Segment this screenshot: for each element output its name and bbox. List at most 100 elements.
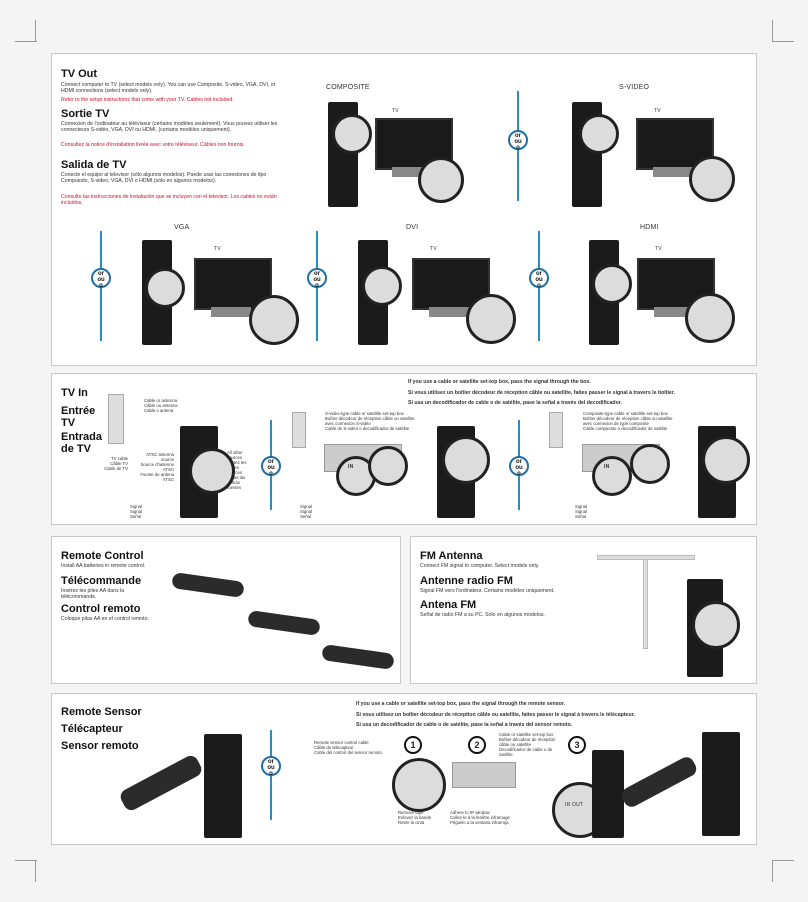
tv-in-title-fr: Entrée TV	[61, 405, 96, 429]
settop-es: Si usa un decodificador de cable o de sa…	[408, 400, 622, 406]
ir-out-label: IR OUT	[565, 802, 584, 808]
signal-label: Signal Signal Señal	[300, 504, 312, 519]
ir-window-label: Adhere to IR window Collez-le à la fenêt…	[450, 810, 510, 825]
tv-out-body-en: Connect computer to TV (select models on…	[61, 82, 276, 95]
remote-closed-image	[321, 644, 395, 670]
remote-body-en: Install AA batteries in remote control.	[61, 563, 146, 569]
dvi-label: DVI	[406, 224, 419, 231]
signal-label: Signal Signal Señal	[575, 504, 587, 519]
step-3-badge: 3	[568, 736, 586, 754]
crop-mark	[15, 860, 37, 861]
cable-antenna-label: Cable or antenna Câble ou antenne Cable …	[144, 398, 178, 413]
tv-cable-label: TV cable Câble TV Cable de TV	[104, 456, 128, 471]
tv-connector-zoom	[685, 293, 735, 343]
fm-body-en: Connect FM signal to computer. Select mo…	[420, 563, 540, 569]
remote-back-image	[171, 572, 245, 598]
remove-tape-label: Remove tape Enlevez la bande Retire la c…	[398, 810, 431, 825]
in-label: IN	[604, 464, 610, 470]
crop-mark	[35, 20, 36, 42]
tuner-connector-zoom	[189, 448, 235, 494]
remote-control-panel: Remote Control Install AA batteries in r…	[51, 536, 401, 684]
crop-mark	[772, 860, 773, 882]
tv-out-note-en: Refer to the setup instructions that com…	[61, 97, 234, 103]
sensor-settop-fr: Si vous utilisez un boîtier décodeur de …	[356, 712, 635, 718]
tv-in-title-es: Entrada de TV	[61, 431, 102, 455]
in-label: IN	[348, 464, 354, 470]
tv-stand	[211, 307, 251, 317]
sensor-settop-es: Si usa un decodificador de cable o de sa…	[356, 722, 573, 728]
composite-settop-label: Composite-type cable or satellite set-to…	[583, 411, 673, 431]
tv-label: TV	[430, 246, 437, 252]
pc-tower	[204, 734, 242, 838]
wall-plate	[292, 412, 306, 448]
tv-label: TV	[214, 246, 221, 252]
tv-stand	[653, 167, 693, 177]
fm-connector-zoom	[692, 601, 740, 649]
svideo-label: S-VIDEO	[619, 84, 650, 91]
wall-plate	[549, 412, 563, 448]
fm-antenna-lead	[643, 559, 648, 649]
crop-mark	[35, 860, 36, 882]
sensor-title-fr: Télécapteur	[61, 723, 123, 735]
vga-connector-zoom	[145, 268, 185, 308]
settop-out-zoom	[368, 446, 408, 486]
tv-out-title-fr: Sortie TV	[61, 108, 110, 120]
remote-image	[618, 754, 700, 810]
settop-box-label: Cable or satellite set-top box Boîtier d…	[499, 732, 556, 757]
settop-en: If you use a cable or satellite set-top …	[408, 379, 591, 385]
tv-out-note-fr: Consultez la notice d'installation livré…	[61, 142, 245, 148]
pc-tower	[592, 750, 624, 838]
tv-in-panel: TV In Entrée TV Entrada de TV Cable or a…	[51, 373, 757, 525]
pc-input-zoom	[702, 436, 750, 484]
crop-mark	[772, 860, 794, 861]
remote-title-es: Control remoto	[61, 603, 141, 615]
tv-stand	[654, 307, 694, 317]
fm-title-es: Antena FM	[420, 599, 477, 611]
sensor-title-es: Sensor remoto	[61, 740, 139, 752]
dvi-connector-zoom	[362, 266, 402, 306]
settop-out-zoom	[630, 444, 670, 484]
remote-body-fr: Insérez les piles AA dans la télécommand…	[61, 588, 125, 601]
remote-image	[117, 753, 205, 813]
remote-sensor-panel: Remote Sensor Télécapteur Sensor remoto …	[51, 693, 757, 845]
crop-mark	[15, 41, 37, 42]
fm-body-es: Señal de radio FM a su PC. Sólo en algun…	[420, 612, 545, 618]
crop-mark	[772, 41, 794, 42]
step-2-badge: 2	[468, 736, 486, 754]
svideo-connector-zoom	[579, 114, 619, 154]
tv-label: TV	[655, 246, 662, 252]
fm-body-fr: Signal FM vers l'ordinateur. Certains mo…	[420, 588, 555, 594]
step-1-badge: 1	[404, 736, 422, 754]
signal-label: Signal Signal Señal	[130, 504, 142, 519]
tv-out-title-es: Salida de TV	[61, 159, 127, 171]
svideo-settop-label: S-video-type cable or satellite set-top …	[325, 411, 415, 431]
tv-stand	[429, 307, 469, 317]
tv-out-panel: TV Out Connect computer to TV (select mo…	[51, 53, 757, 366]
sensor-cable-label: Remote sensor control cable Câble du tél…	[314, 740, 382, 755]
hdmi-connector-zoom	[592, 264, 632, 304]
tv-out-body-es: Conecte el equipo al televisor (sólo alg…	[61, 172, 267, 185]
tv-out-title-en: TV Out	[61, 68, 98, 80]
tv-connector-zoom	[689, 156, 735, 202]
remote-body-es: Coloque pilas AA en el control remoto.	[61, 616, 149, 622]
fm-title-fr: Antenne radio FM	[420, 575, 513, 587]
remote-battery-image	[247, 610, 321, 636]
hdmi-label: HDMI	[640, 224, 659, 231]
composite-connector-zoom	[332, 114, 372, 154]
tv-connector-zoom	[418, 157, 464, 203]
wall-plate	[108, 394, 124, 444]
vga-label: VGA	[174, 224, 190, 231]
settop-box	[452, 762, 516, 788]
tv-in-title-en: TV In	[61, 387, 88, 399]
settop-fr: Si vous utilisez un boîtier décodeur de …	[408, 390, 675, 396]
sensor-title-en: Remote Sensor	[61, 706, 142, 718]
tv-stand	[392, 167, 432, 177]
pc-input-zoom	[442, 436, 490, 484]
tv-connector-zoom	[466, 294, 516, 344]
